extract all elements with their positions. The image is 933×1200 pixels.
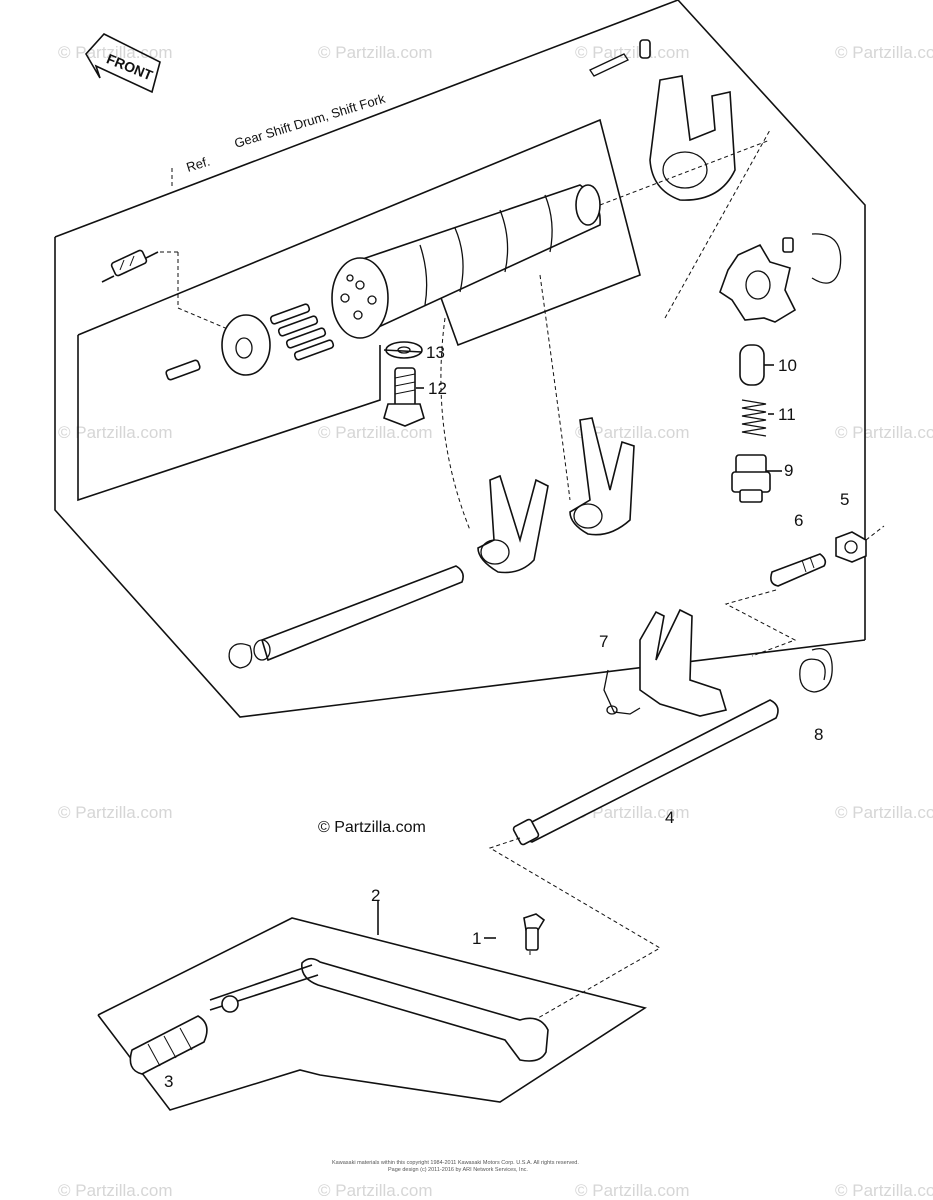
pedal-rubber-icon — [129, 1015, 208, 1075]
diagram-title: Gear Shift Drum, Shift Fork — [232, 91, 387, 151]
cotter-pin-icon — [589, 39, 651, 77]
watermark: © Partzilla.com — [575, 423, 690, 442]
torsion-spring-icon — [799, 647, 833, 693]
fork-rod-icon — [228, 565, 464, 669]
watermark: © Partzilla.com — [835, 803, 933, 822]
callout-6[interactable]: 6 — [794, 511, 803, 530]
spring-pin-icon — [603, 669, 641, 715]
watermark: © Partzilla.com — [575, 1181, 690, 1200]
screw-icon — [165, 359, 201, 381]
pedal-bolt-icon — [523, 913, 546, 951]
callout-12[interactable]: 12 — [428, 379, 447, 398]
shift-fork-right-icon — [569, 417, 635, 536]
callout-7[interactable]: 7 — [599, 632, 608, 651]
bolt-icon — [383, 367, 425, 427]
spring-icon — [741, 399, 767, 437]
watermark: © Partzilla.com — [318, 423, 433, 442]
shift-drum-icon — [331, 184, 601, 339]
dowel-pin-icon — [782, 237, 794, 253]
watermark-layer: © Partzilla.com © Partzilla.com © Partzi… — [58, 43, 933, 1200]
shift-pedal-icon — [209, 957, 549, 1062]
watermark: © Partzilla.com — [835, 43, 933, 62]
copyright-label: © Partzilla.com — [318, 819, 426, 836]
watermark: © Partzilla.com — [318, 43, 433, 62]
plug-icon — [731, 454, 771, 503]
drum-subframe — [77, 118, 641, 502]
neutral-switch-icon — [101, 249, 159, 283]
fine-print-line-1: Kawasaki materials within this copyright… — [332, 1160, 579, 1166]
shift-fork-top-icon — [599, 75, 771, 206]
callout-9[interactable]: 9 — [784, 461, 793, 480]
callout-3[interactable]: 3 — [164, 1072, 173, 1091]
watermark: © Partzilla.com — [575, 803, 690, 822]
drum-plate-icon — [221, 314, 271, 376]
nut-icon — [835, 525, 885, 563]
watermark: © Partzilla.com — [58, 803, 173, 822]
pedal-frame — [97, 900, 647, 1111]
callout-1[interactable]: 1 — [472, 929, 481, 948]
callout-10[interactable]: 10 — [778, 356, 797, 375]
watermark: © Partzilla.com — [58, 43, 173, 62]
callout-2[interactable]: 2 — [371, 886, 380, 905]
fine-print-line-2: Page design (c) 2011-2016 by ARI Network… — [388, 1167, 528, 1173]
shift-shaft-icon — [512, 608, 779, 846]
detent-pin-icon — [739, 344, 765, 386]
drum-pins-icon — [269, 303, 335, 361]
cam-plate-icon — [719, 243, 797, 323]
callouts: 1 2 3 4 5 6 7 8 9 10 11 12 13 — [164, 343, 849, 1091]
callout-4[interactable]: 4 — [665, 808, 674, 827]
watermark: © Partzilla.com — [58, 423, 173, 442]
circlip-icon — [811, 233, 842, 284]
callout-8[interactable]: 8 — [814, 725, 823, 744]
watermark: © Partzilla.com — [835, 1181, 933, 1200]
ref-label: Ref. — [184, 154, 211, 175]
watermark: © Partzilla.com — [835, 423, 933, 442]
watermark: © Partzilla.com — [318, 1181, 433, 1200]
callout-13[interactable]: 13 — [426, 343, 445, 362]
callout-5[interactable]: 5 — [840, 490, 849, 509]
watermark: © Partzilla.com — [575, 43, 690, 62]
callout-11[interactable]: 11 — [778, 405, 796, 424]
stud-icon — [770, 553, 827, 587]
watermark: © Partzilla.com — [58, 1181, 173, 1200]
shift-fork-left-icon — [477, 474, 549, 574]
